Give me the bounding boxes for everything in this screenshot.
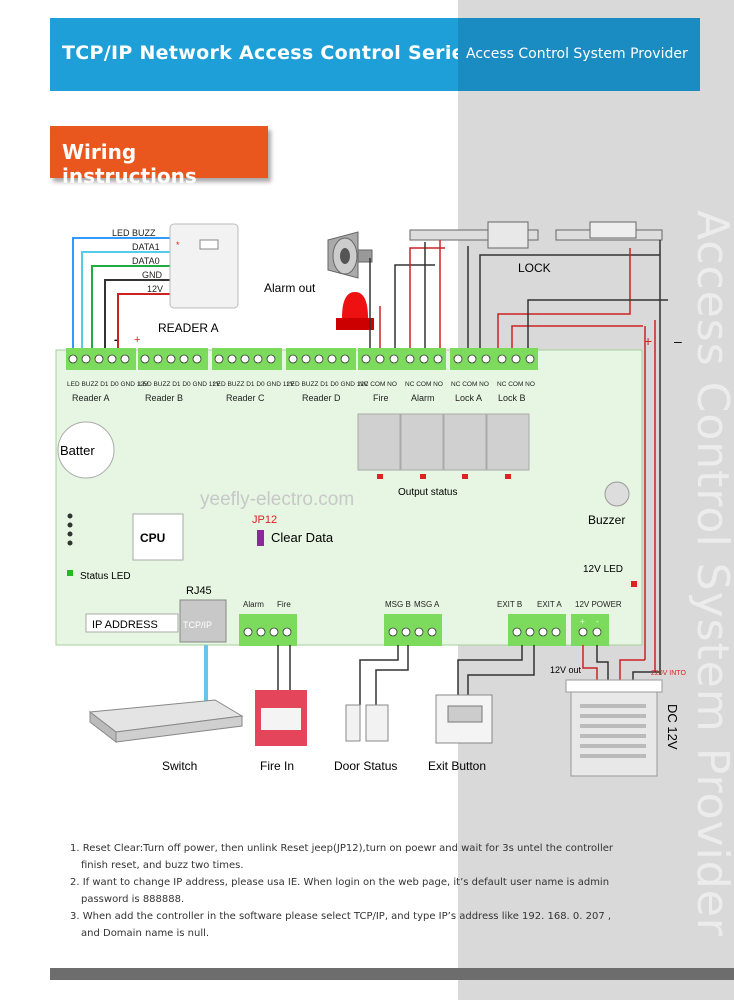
wire-label-data1: DATA1 [132, 242, 160, 252]
jp12-jumper [257, 530, 264, 546]
terminal-exit-b-label: EXIT B [497, 600, 522, 609]
note-line: 1. Reset Clear:Turn off power, then unli… [70, 843, 613, 854]
terminal-name-reader-b: Reader B [145, 393, 183, 403]
cpu-chip [132, 513, 184, 561]
alarm-beacon-icon [336, 292, 374, 330]
terminal-name-alarm: Alarm [411, 393, 435, 403]
note-line: password is 888888. [81, 894, 185, 905]
exit-button-icon [435, 694, 493, 744]
relay-leds [377, 474, 511, 479]
watermark: yeefly-electro.com [200, 489, 354, 510]
siren-icon [327, 231, 373, 279]
rj45-port [179, 599, 227, 643]
wire-label-led-buzz: LED BUZZ [112, 228, 156, 238]
reader-wire-labels: LED BUZZ DATA1 DATA0 GND 12V [112, 228, 163, 294]
relays [357, 413, 530, 471]
power-out-label: 12V out [550, 665, 582, 675]
led12-indicator [631, 581, 637, 587]
wire-label-12v: 12V [147, 284, 163, 294]
rj45-label: RJ45 [186, 585, 212, 597]
clear-data-label: Clear Data [271, 530, 334, 545]
pin-header-icon [67, 513, 73, 546]
terminal-name-reader-a: Reader A [72, 393, 110, 403]
reader-title: READER A [158, 321, 219, 335]
controller-board [55, 349, 643, 646]
terminal-pins-reader-d: LED BUZZ D1 D0 GND 12V [287, 381, 369, 388]
header-provider: Access Control System Provider [466, 46, 688, 62]
section-title: Wiring instructions [62, 140, 197, 188]
terminal-pins-reader-c: LED BUZZ D1 D0 GND 12V [213, 381, 295, 388]
battery-icon [57, 421, 115, 479]
terminal-name-lock-a: Lock A [455, 393, 482, 403]
lock-label: LOCK [518, 261, 551, 275]
lock-icon-a [409, 221, 539, 249]
terminal-alarm-label: Alarm [243, 600, 264, 609]
power-minus: – [674, 333, 682, 349]
device-label-fire-in: Fire In [260, 759, 294, 773]
device-label-switch: Switch [162, 759, 197, 773]
network-switch-icon [88, 699, 244, 744]
header-banner: TCP/IP Network Access Control Series Acc… [50, 18, 700, 91]
note-line: 2. If want to change IP address, please … [70, 877, 610, 888]
note-line: and Domain name is null. [81, 928, 210, 939]
power-supply-icon [565, 679, 663, 777]
battery-label: Batter [60, 443, 95, 458]
power-plus: + [644, 333, 652, 349]
notes: 1. Reset Clear:Turn off power, then unli… [70, 840, 690, 942]
terminal-name-reader-c: Reader C [226, 393, 265, 403]
terminal-name-fire: Fire [373, 393, 389, 403]
wire-label-gnd: GND [142, 270, 163, 280]
device-label-exit-button: Exit Button [428, 759, 486, 773]
reader-led-mark: * [176, 240, 180, 250]
reader-plus: + [134, 334, 140, 346]
wiring-diagram: LED BUZZ DATA1 DATA0 GND 12V * READER A … [55, 221, 686, 777]
footer-bar [50, 968, 734, 980]
terminal-fire-label: Fire [277, 600, 291, 609]
power-terminal-plus: + [580, 617, 585, 626]
status-led [67, 570, 73, 576]
terminal-name-reader-d: Reader D [302, 393, 341, 403]
cpu-label: CPU [140, 531, 165, 545]
buzzer-label: Buzzer [588, 513, 625, 527]
top-terminals [66, 348, 538, 370]
power-terminal-minus: - [596, 617, 599, 626]
terminal-pins-alarm: NC COM NO [405, 381, 443, 388]
reader-minus: - [114, 334, 118, 346]
note-line: 3. When add the controller in the softwa… [70, 911, 612, 922]
alarm-out-label: Alarm out [264, 281, 316, 295]
ip-address-label: IP ADDRESS [92, 619, 158, 631]
device-label-door-status: Door Status [334, 759, 397, 773]
terminal-name-lock-b: Lock B [498, 393, 526, 403]
header-title: TCP/IP Network Access Control Series [62, 42, 477, 64]
terminal-pins-lock-a: NC COM NO [451, 381, 489, 388]
buzzer-icon [604, 481, 630, 507]
dc12v-label: DC 12V [665, 704, 680, 750]
header-provider-box: Access Control System Provider [458, 18, 700, 91]
reader-device: * [169, 223, 239, 309]
reader-wires [72, 237, 170, 350]
terminal-pins-reader-b: LED BUZZ D1 D0 GND 12V [139, 381, 221, 388]
terminal-exit-a-label: EXIT A [537, 600, 562, 609]
wire-label-data0: DATA0 [132, 256, 160, 266]
led12-label: 12V LED [583, 564, 623, 575]
bottom-terminals [239, 614, 609, 646]
output-status-label: Output status [398, 487, 457, 498]
status-led-label: Status LED [80, 571, 131, 582]
jp12-label: JP12 [252, 514, 277, 526]
terminal-msg-a-label: MSG A [414, 600, 440, 609]
terminal-pins-lock-b: NC COM NO [497, 381, 535, 388]
terminal-msg-b-label: MSG B [385, 600, 411, 609]
terminal-power-label: 12V POWER [575, 600, 622, 609]
terminal-pins-reader-a: LED BUZZ D1 D0 GND 12V [67, 381, 149, 388]
tcpip-port-label: TCP/IP [183, 620, 212, 630]
terminal-pins-fire: NC COM NO [359, 381, 397, 388]
ip-address-box [85, 613, 179, 633]
door-sensor-icon [345, 704, 389, 742]
lock-icon-b [555, 221, 663, 241]
note-line: finish reset, and buzz two times. [81, 860, 244, 871]
fire-button-icon [255, 690, 307, 746]
section-title-badge: Wiring instructions [50, 126, 268, 188]
power-into-label: 220V INTO [651, 670, 686, 677]
